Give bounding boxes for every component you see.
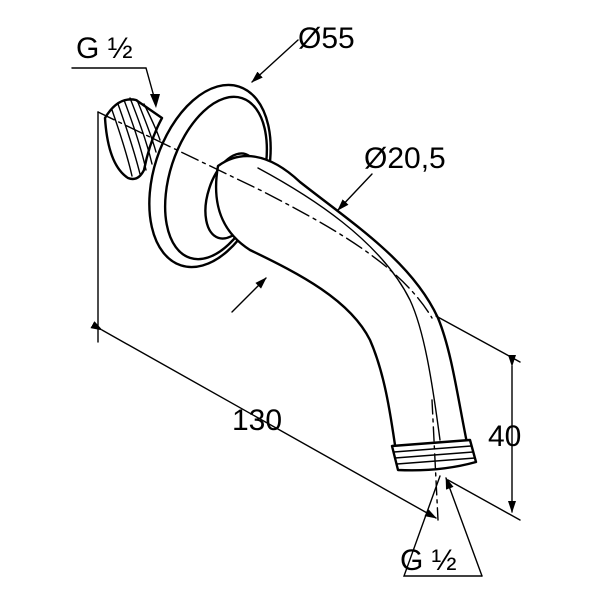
arm-diameter-label: Ø20,5	[364, 142, 446, 175]
outlet-thread-leader-tip	[445, 477, 483, 577]
arm-diameter-leader-lower	[231, 277, 267, 313]
drop-extension-bottom	[447, 479, 521, 521]
outlet-thread-label: G ½	[400, 544, 457, 577]
length-label: 130	[232, 404, 282, 437]
outlet-thread	[390, 438, 478, 472]
flange-diameter-label: Ø55	[298, 22, 355, 55]
drop-label: 40	[488, 420, 521, 453]
flange-diameter-leader	[251, 39, 299, 83]
drop-extension-top	[435, 315, 521, 363]
center-line	[97, 111, 433, 319]
inlet-thread-label: G ½	[76, 32, 133, 65]
length-dimension-line	[90, 321, 437, 519]
arm-diameter-leader	[337, 173, 373, 211]
inlet-thread-leader	[71, 67, 157, 105]
inlet-thread	[103, 97, 164, 181]
outlet-thread-leader	[403, 475, 483, 577]
